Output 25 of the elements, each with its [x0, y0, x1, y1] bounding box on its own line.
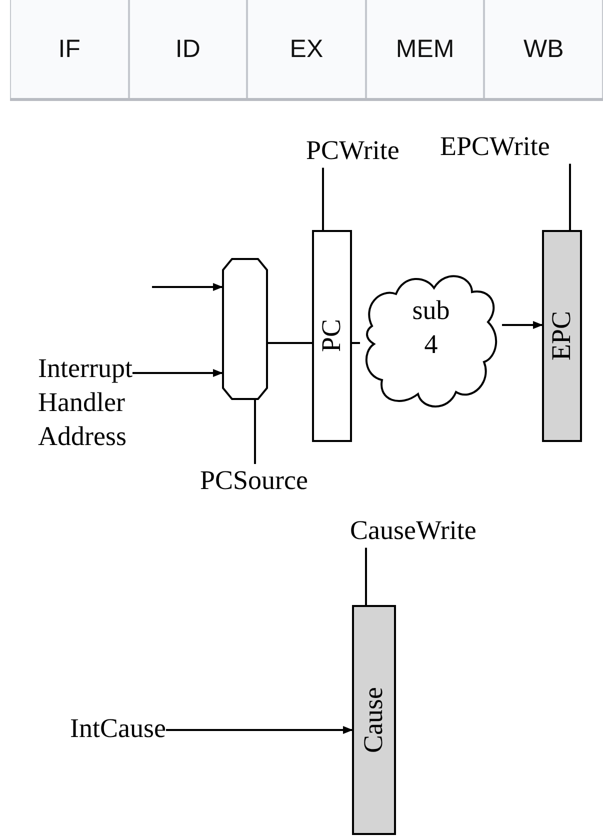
- pipeline-stage-header: EX: [247, 0, 366, 98]
- pipeline-stage-header: WB: [484, 0, 603, 98]
- pipeline-stage-header: IF: [10, 0, 129, 98]
- signal-label: PCSource: [200, 464, 308, 498]
- register-box: EPC: [542, 230, 582, 442]
- connector-line: [352, 342, 360, 344]
- pipeline-stage-header: ID: [128, 0, 248, 98]
- signal-label: EPCWrite: [440, 130, 550, 164]
- signal-label: PCWrite: [306, 134, 400, 168]
- multiplexer-symbol: [222, 258, 268, 400]
- arrow: [502, 321, 543, 329]
- signal-label: IntCause: [70, 712, 166, 746]
- connector-line: [365, 548, 367, 605]
- signal-label: Interrupt Handler Address: [38, 352, 150, 454]
- signal-label: CauseWrite: [350, 514, 476, 548]
- arrow: [132, 369, 223, 377]
- register-box: Cause: [352, 605, 396, 835]
- connector-line: [268, 342, 312, 344]
- pipeline-stage-header: MEM: [366, 0, 484, 98]
- connector-line: [254, 400, 256, 464]
- register-box: PC: [312, 230, 352, 442]
- arrow: [166, 726, 353, 734]
- arrow: [152, 283, 223, 291]
- connector-line: [569, 164, 571, 230]
- connector-line: [322, 168, 324, 230]
